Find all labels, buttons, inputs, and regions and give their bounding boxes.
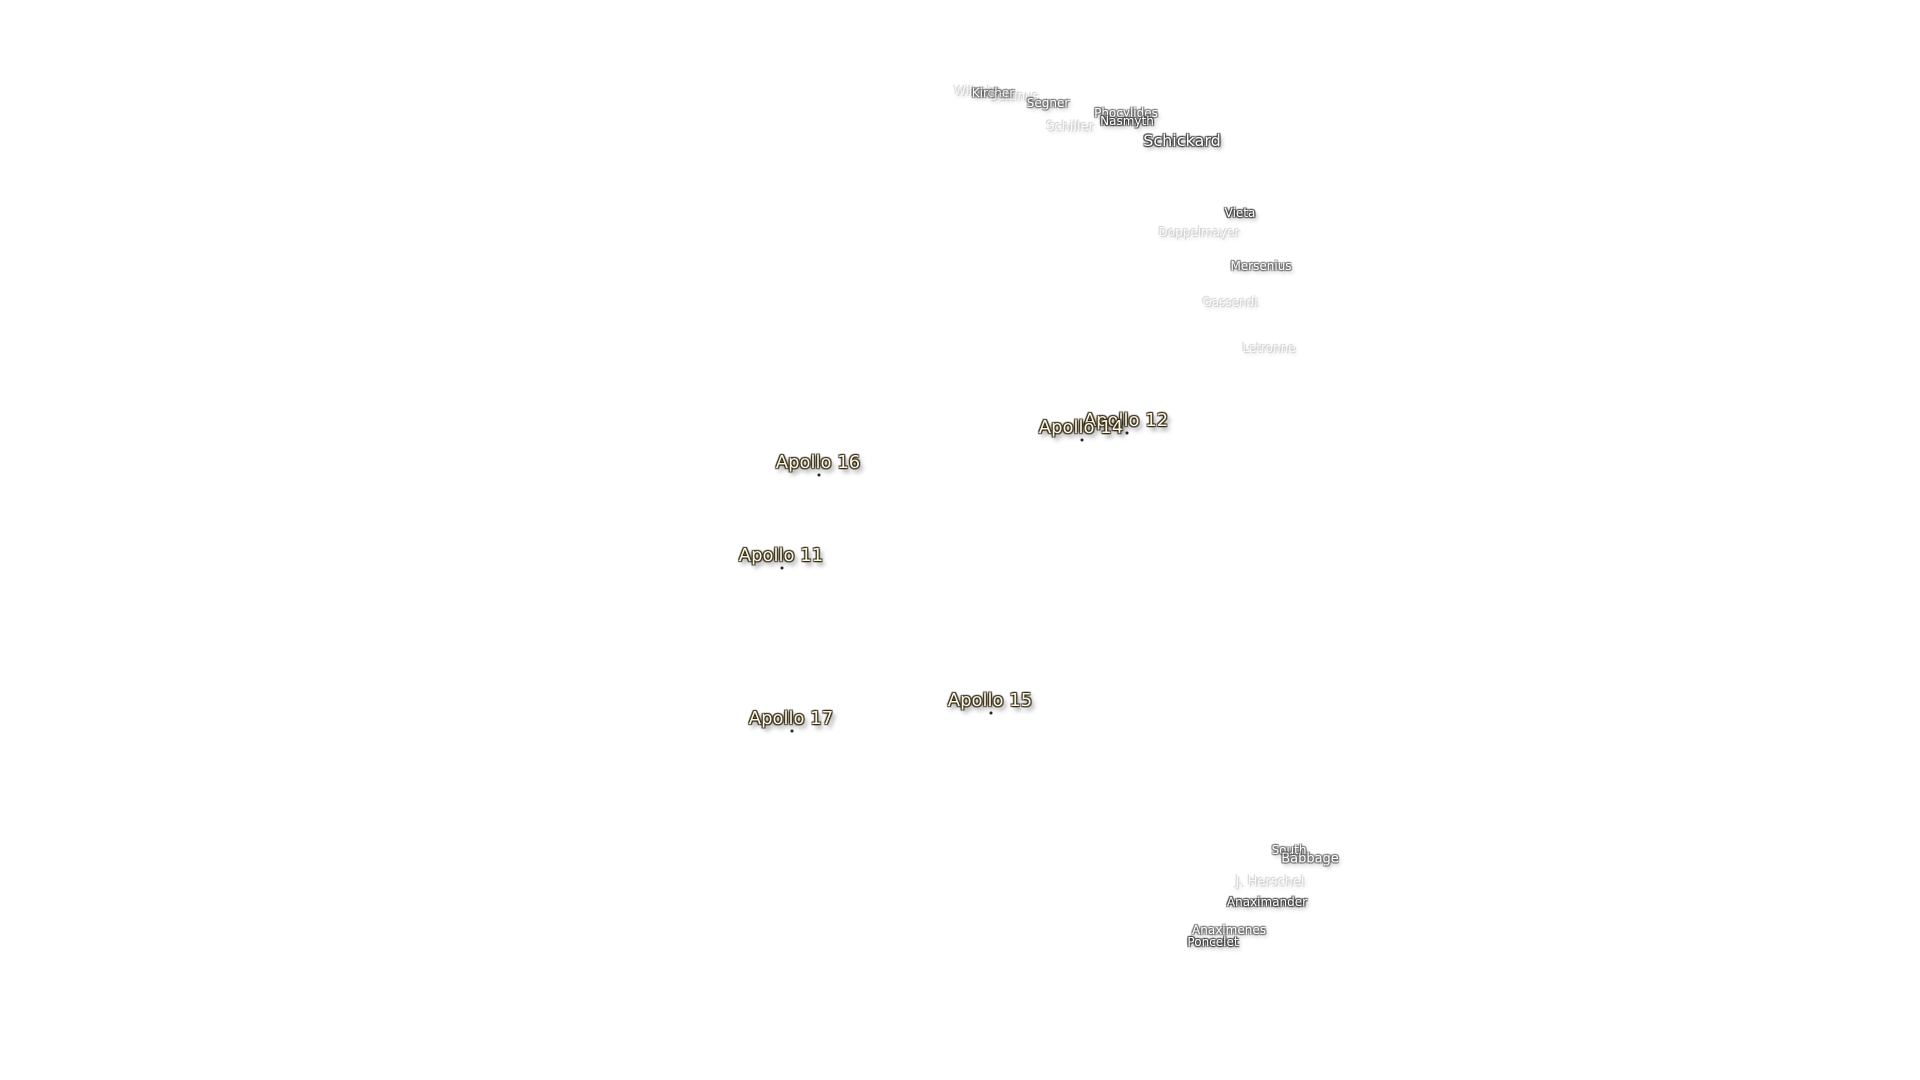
crater-label-nasmyth: Nasmyth	[1100, 114, 1154, 128]
crater-label-babbage: Babbage	[1281, 851, 1339, 867]
crater-label-south: South	[1271, 843, 1307, 857]
apollo-14-site-marker[interactable]	[1080, 438, 1084, 442]
apollo-11-site-marker[interactable]	[780, 566, 784, 570]
crater-label-j-herschel: J. Herschel	[1235, 874, 1305, 890]
crater-label-doppelmayer: Doppelmayer	[1158, 225, 1240, 239]
crater-label-gassendi: Gassendi	[1202, 295, 1258, 309]
crater-label-segner: Segner	[1026, 96, 1070, 110]
apollo-15-site-marker[interactable]	[989, 711, 993, 715]
crater-label-mersenius: Mersenius	[1230, 259, 1292, 273]
apollo-12-label[interactable]: Apollo 12	[1083, 410, 1169, 431]
crater-label-schiller: Schiller	[1046, 119, 1094, 135]
apollo-14-label[interactable]: Apollo 14	[1038, 417, 1124, 438]
crater-label-schickard: Schickard	[1143, 131, 1221, 150]
apollo-17-site-marker[interactable]	[790, 729, 794, 733]
crater-label-anaximenes: Anaximenes	[1192, 923, 1266, 937]
crater-label-bettinus: Bettinus	[989, 89, 1039, 103]
apollo-16-label[interactable]: Apollo 16	[775, 452, 861, 473]
apollo-16-site-marker[interactable]	[817, 473, 821, 477]
crater-label-phocylides: Phocylides	[1094, 106, 1158, 120]
crater-label-letronne: Letronne	[1242, 341, 1296, 355]
apollo-11-label[interactable]: Apollo 11	[738, 545, 824, 566]
crater-label-wilhelm: Wilhelm	[953, 84, 1003, 98]
crater-label-vieta: Vieta	[1224, 206, 1256, 220]
crater-label-poncelet: Poncelet	[1187, 935, 1239, 949]
apollo-12-site-marker[interactable]	[1125, 431, 1129, 435]
crater-label-kircher: Kircher	[971, 86, 1015, 100]
apollo-17-label[interactable]: Apollo 17	[748, 708, 834, 729]
apollo-15-label[interactable]: Apollo 15	[947, 690, 1033, 711]
crater-label-anaximander: Anaximander	[1226, 895, 1308, 909]
